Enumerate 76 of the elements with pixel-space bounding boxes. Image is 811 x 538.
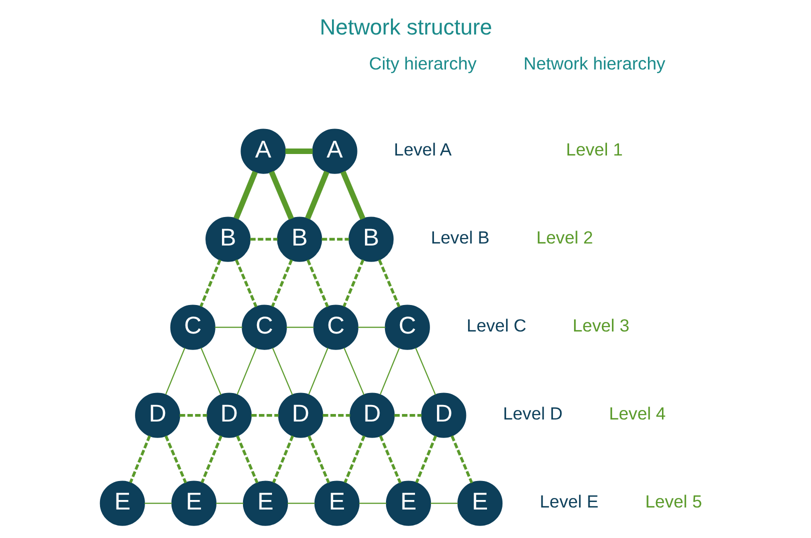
connector (286, 326, 314, 328)
node-circle: B (348, 216, 394, 262)
connector (306, 259, 328, 308)
connector (340, 170, 365, 220)
connector (342, 259, 364, 308)
label: Level C (466, 315, 526, 336)
connector (287, 502, 314, 504)
node-circle: E (456, 480, 502, 526)
node-circle: C (384, 304, 430, 350)
connector (357, 326, 385, 328)
label: Level E (539, 492, 598, 512)
connector (144, 502, 172, 504)
label: Level 3 (572, 315, 629, 336)
connector (321, 238, 349, 241)
connector (128, 435, 150, 484)
node-circle: B (276, 216, 322, 262)
label: Level 2 (536, 227, 593, 248)
connector (268, 170, 294, 220)
node-circle: E (242, 480, 288, 526)
node-circle: B (204, 216, 250, 262)
node-circle: A (312, 128, 357, 174)
connector (200, 348, 221, 396)
connector (307, 435, 330, 484)
connector (322, 414, 350, 417)
connector (199, 259, 221, 308)
label: Level B (430, 227, 490, 248)
connector (216, 502, 243, 504)
node-circle: D (349, 392, 394, 438)
connector (250, 238, 278, 241)
label: Level A (393, 139, 452, 160)
connector (284, 148, 312, 154)
node-circle: D (134, 392, 180, 438)
connector (179, 414, 207, 417)
connector (414, 435, 436, 484)
node-circle: C (170, 304, 215, 350)
connector (378, 259, 400, 308)
label: Level 4 (608, 404, 666, 424)
connector (214, 326, 242, 328)
node-circle: D (278, 392, 323, 438)
connector (378, 435, 402, 484)
connector (233, 170, 258, 220)
label: Network hierarchy (523, 54, 665, 74)
connector (236, 435, 258, 484)
diagram-title: Network structure (319, 14, 492, 40)
label: Level D (502, 404, 562, 424)
connector (234, 259, 257, 308)
node-circle: E (99, 480, 144, 526)
connector (343, 348, 364, 396)
label: Level 5 (644, 492, 702, 512)
node-circle: D (206, 392, 252, 438)
node-circle: E (314, 480, 360, 526)
node-circle: E (385, 480, 431, 526)
connector (394, 414, 422, 417)
connector (272, 435, 294, 484)
connector (164, 348, 185, 395)
connector (164, 435, 186, 484)
node-circle: C (312, 304, 358, 350)
connector (379, 348, 400, 395)
connector (430, 502, 458, 504)
label: Level 1 (566, 139, 622, 160)
label: City hierarchy (368, 54, 476, 74)
connector (414, 348, 436, 396)
connector (270, 259, 292, 308)
node-circle: D (420, 392, 466, 438)
connector (250, 414, 278, 417)
connector (304, 170, 329, 220)
node-circle: C (241, 304, 286, 350)
node-circle: A (240, 128, 286, 174)
connector (450, 435, 473, 484)
connector (308, 348, 328, 395)
connector (200, 435, 222, 484)
node-circle: E (170, 480, 216, 526)
connector (343, 435, 365, 484)
connector (236, 348, 256, 395)
connector (272, 348, 292, 396)
connector (358, 502, 386, 504)
